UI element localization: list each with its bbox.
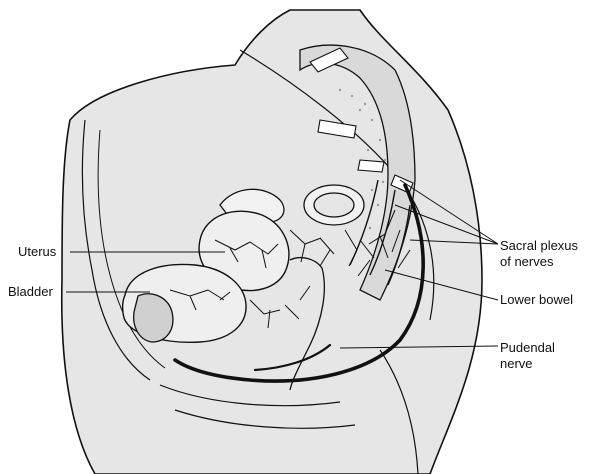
label-sacral-plexus-line2: of nerves <box>500 254 578 270</box>
label-uterus: Uterus <box>18 244 56 260</box>
label-pudendal-line2: nerve <box>500 356 555 372</box>
label-pudendal-line1: Pudendal <box>500 340 555 356</box>
label-pudendal-nerve: Pudendal nerve <box>500 340 555 372</box>
label-sacral-plexus: Sacral plexus of nerves <box>500 238 578 270</box>
label-lower-bowel: Lower bowel <box>500 292 573 308</box>
label-sacral-plexus-line1: Sacral plexus <box>500 238 578 254</box>
label-bladder: Bladder <box>8 284 53 300</box>
